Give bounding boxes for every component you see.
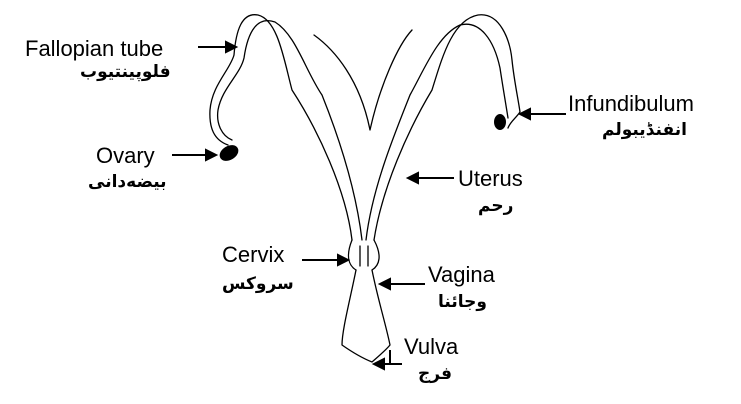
infundibulum-local-label: انفنڈیبولم: [602, 122, 687, 139]
vulva-label: Vulva: [404, 336, 458, 358]
vagina-label: Vagina: [428, 264, 495, 286]
uterus-label: Uterus: [458, 168, 523, 190]
cervix-outline: [349, 240, 380, 270]
infundibulum-label: Infundibulum: [568, 93, 694, 115]
infundibulum-arrowhead: [520, 109, 530, 119]
uterus-local-label: رحم: [478, 198, 513, 215]
ovary-arrowhead: [206, 150, 216, 160]
vagina-arrowhead: [380, 279, 390, 289]
cervix-local-label: سروكس: [222, 276, 294, 293]
uterus-arrowhead: [408, 173, 418, 183]
fallopian-tube-local-label: فلوپینتیوب: [80, 64, 171, 81]
left-ovary-shape: [217, 142, 241, 164]
cervix-arrowhead: [338, 255, 348, 265]
right-ovary-shape: [494, 114, 506, 130]
vulva-arrowhead: [374, 359, 384, 369]
uterine-cleft: [314, 30, 412, 130]
fallopian-tube-label: Fallopian tube: [25, 38, 163, 60]
ovary-local-label: بیضەدانی: [88, 174, 167, 191]
cervix-label: Cervix: [222, 244, 284, 266]
vagina-local-label: وجائنا: [438, 294, 487, 311]
left-tube-inner-outline: [218, 21, 362, 240]
vulva-local-label: فرج: [418, 366, 452, 383]
ovary-label: Ovary: [96, 145, 155, 167]
